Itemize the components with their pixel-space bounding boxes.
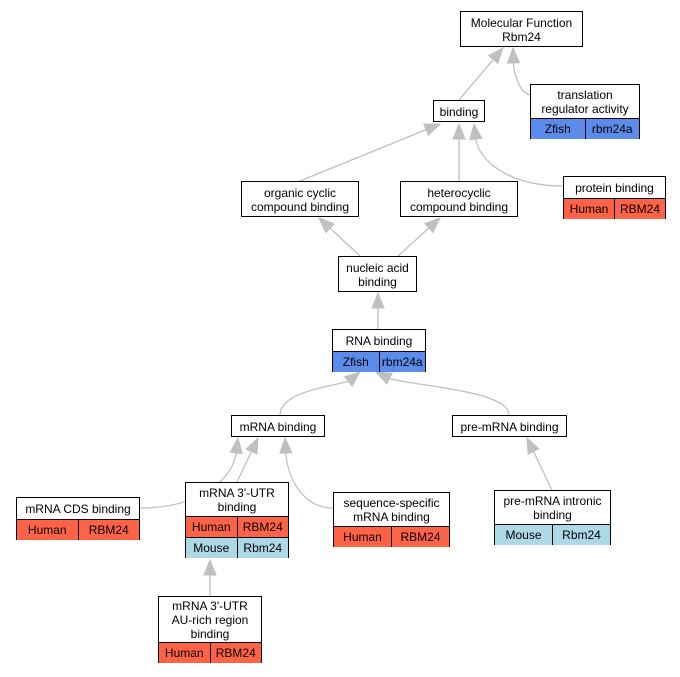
species-cell: Human <box>343 530 382 544</box>
species-cell: Human <box>569 202 609 216</box>
annotation-row: Human RBM24 <box>159 642 261 663</box>
go-term-node-ocb[interactable]: organic cyclic compound binding <box>241 181 359 217</box>
go-term-node-nab[interactable]: nucleic acid binding <box>338 256 417 292</box>
edge-line <box>397 226 431 257</box>
gene-cell: Rbm24 <box>552 525 610 545</box>
edge-line <box>285 451 334 509</box>
edge-line <box>236 450 253 483</box>
go-term-label: translation regulator activity <box>541 87 629 116</box>
edge-binding-mf <box>458 46 504 101</box>
edge-arrowhead <box>203 558 217 576</box>
edge-arrowhead <box>487 46 504 65</box>
go-term-label: pre-mRNA binding <box>460 419 559 434</box>
edge-trans-mf <box>506 46 533 96</box>
annotation-row: Human RBM24 <box>334 526 449 547</box>
annotation-row: Mouse Rbm24 <box>186 537 288 558</box>
go-term-label: nucleic acid binding <box>346 260 409 289</box>
species-cell: Human <box>164 646 204 660</box>
edge-seq-mrna <box>279 436 334 509</box>
go-term-label: pre-mRNA intronic binding <box>503 493 602 522</box>
annotation-row: Human RBM24 <box>186 516 288 537</box>
annotation-row: Zfish rbm24a <box>531 118 639 139</box>
edge-prot-binding <box>469 122 564 187</box>
edge-arrowhead <box>526 436 540 455</box>
edge-arrowhead <box>452 122 466 140</box>
edge-aurich-utr3 <box>203 558 217 597</box>
edge-line <box>475 137 564 187</box>
edge-arrowhead <box>423 123 442 137</box>
go-term-label: organic cyclic compound binding <box>250 185 350 214</box>
edge-nab-hcb <box>397 217 441 257</box>
edge-line <box>388 377 510 416</box>
go-term-label: binding <box>439 104 479 119</box>
annotation-row: Human RBM24 <box>17 519 139 540</box>
go-term-label: Molecular Function Rbm24 <box>470 15 573 44</box>
edge-arrowhead <box>506 46 521 64</box>
go-term-label: RNA binding <box>345 333 413 348</box>
species-cell: Zfish <box>544 122 571 136</box>
species-cell: Human <box>27 523 67 537</box>
species-cell: Mouse <box>193 541 230 555</box>
go-term-label: mRNA CDS binding <box>25 501 131 516</box>
edge-arrowhead <box>371 291 385 309</box>
edge-arrowhead <box>245 436 259 455</box>
edge-arrowhead <box>374 371 393 385</box>
edge-mrna-rna <box>279 371 362 416</box>
edge-line <box>279 380 350 416</box>
gene-cell: RBM24 <box>77 520 140 540</box>
edge-line <box>512 61 533 96</box>
go-term-node-mrna[interactable]: mRNA binding <box>231 415 325 437</box>
gene-cell: RBM24 <box>391 527 449 547</box>
edge-utr3-mrna <box>236 436 259 483</box>
go-term-label: mRNA binding <box>239 419 317 434</box>
edge-arrowhead <box>318 217 335 234</box>
go-term-node-binding[interactable]: binding <box>433 100 485 122</box>
edge-ocb-binding <box>299 123 442 182</box>
edge-line <box>458 58 495 101</box>
edge-hcb-binding <box>452 122 466 181</box>
annotation-row: Mouse Rbm24 <box>495 524 610 545</box>
species-cell: Human <box>191 520 231 534</box>
gene-cell: RBM24 <box>614 199 665 219</box>
edge-arrowhead <box>423 217 441 234</box>
edge-line <box>299 128 428 182</box>
go-term-label: mRNA 3'-UTR AU-rich region binding <box>171 598 249 641</box>
go-term-label: sequence-specific mRNA binding <box>343 495 440 524</box>
go-term-label: mRNA 3'-UTR binding <box>199 485 275 514</box>
edge-nab-ocb <box>318 217 361 257</box>
edge-line <box>328 227 361 257</box>
species-cell: Mouse <box>505 528 542 542</box>
edge-arrowhead <box>279 436 293 454</box>
edge-premrna-rna <box>374 371 510 416</box>
gene-cell: RBM24 <box>236 517 289 537</box>
edge-arrowhead <box>469 122 483 141</box>
edge-arrowhead <box>229 436 243 455</box>
go-term-node-mf[interactable]: Molecular Function Rbm24 <box>460 11 583 47</box>
annotation-row: Zfish rbm24a <box>333 351 425 372</box>
gene-cell: rbm24a <box>584 119 640 139</box>
edge-intronic-premrna <box>526 436 553 491</box>
go-term-label: protein binding <box>575 180 654 195</box>
edge-rna-nab <box>371 291 385 330</box>
gene-cell: Rbm24 <box>236 538 289 558</box>
annotation-row: Human RBM24 <box>564 198 665 219</box>
edge-line <box>532 450 553 491</box>
gene-cell: RBM24 <box>209 643 262 663</box>
go-term-node-hcb[interactable]: heterocyclic compound binding <box>400 181 518 217</box>
gene-cell: rbm24a <box>378 352 426 372</box>
go-term-label: heterocyclic compound binding <box>409 185 509 214</box>
species-cell: Zfish <box>342 355 369 369</box>
go-term-node-premrna[interactable]: pre-mRNA binding <box>452 415 567 437</box>
edge-arrowhead <box>343 371 362 387</box>
